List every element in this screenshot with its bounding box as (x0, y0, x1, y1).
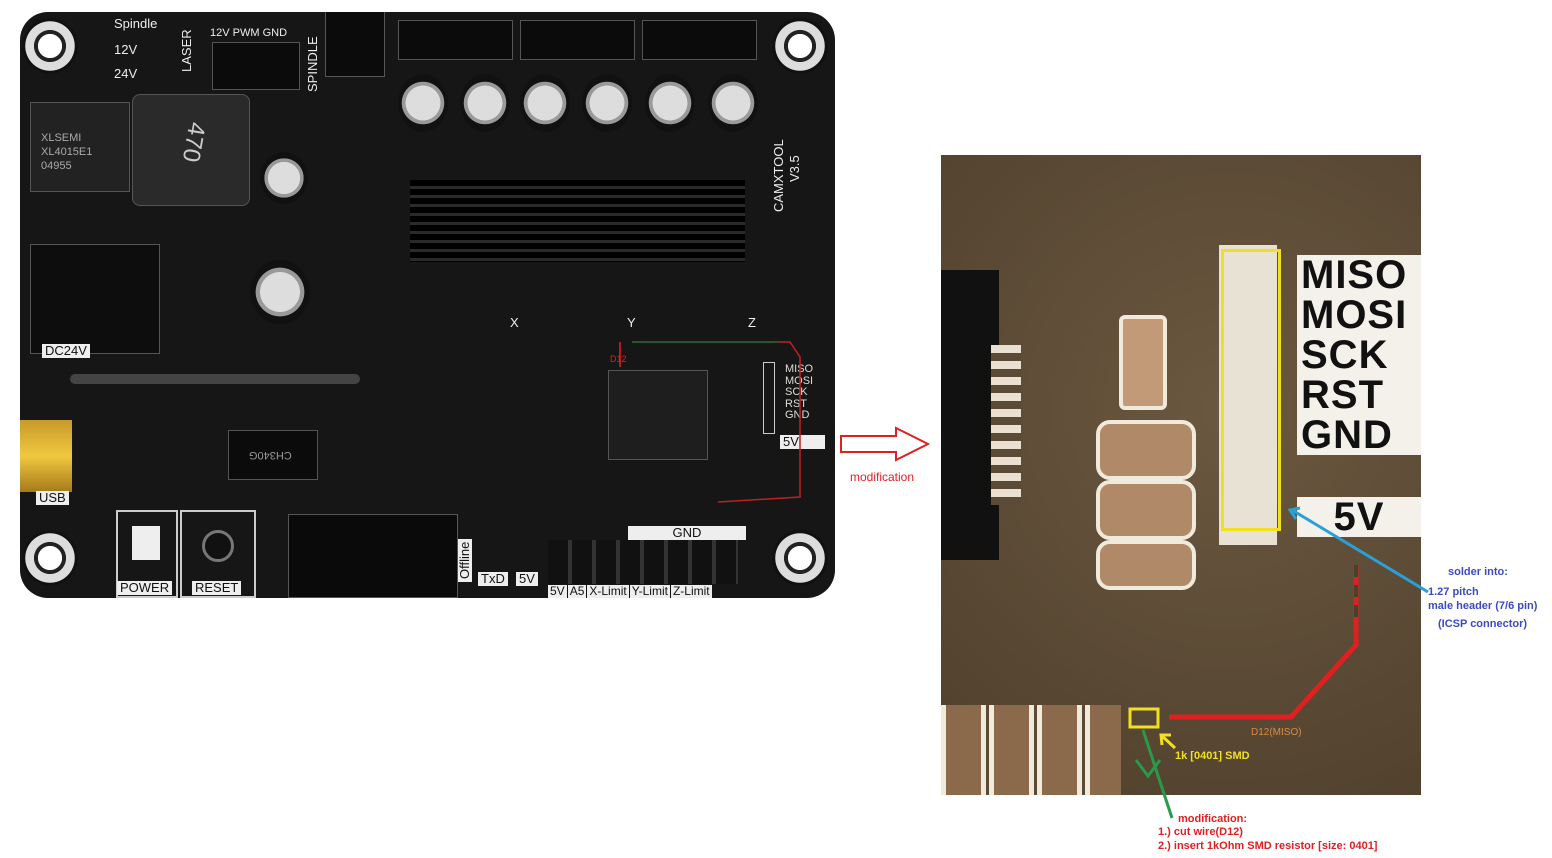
icsp-header (763, 362, 775, 434)
icsp-5v-label: 5V (780, 435, 825, 449)
motor-connector-z (642, 20, 757, 60)
pcb-closeup-photo: MISO MOSI SCK RST GND 5V D12(MISO) (941, 155, 1421, 795)
label-axis-x: X (510, 315, 519, 330)
capacitor (250, 260, 310, 324)
label-laser-pins: 12V PWM GND (210, 27, 288, 39)
laser-connector (212, 42, 300, 90)
label-power: POWER (117, 581, 173, 595)
modification-arrow-label: modification (850, 470, 915, 484)
motor-connector-x (398, 20, 513, 60)
mod-title: modification: (1178, 813, 1248, 825)
capacitor (520, 74, 570, 132)
pin-label-sck: SCK (1297, 335, 1421, 375)
label-usb: USB (36, 491, 69, 505)
label-12v: 12V (114, 42, 138, 57)
mounting-hole (22, 18, 78, 74)
limit-label: Z-Limit (672, 584, 710, 598)
label-txd: TxD (478, 572, 508, 586)
pin-label-mosi: MOSI (1297, 295, 1421, 335)
offline-connector (288, 514, 458, 598)
icsp-label: SCK (785, 386, 808, 398)
smd-capacitor (1096, 540, 1196, 590)
resistor-highlight-box (1128, 707, 1160, 729)
label-spindle: Spindle (114, 16, 158, 31)
solder-title: solder into: (1448, 566, 1508, 578)
icsp-label: GND (785, 409, 810, 421)
smd-capacitor (1096, 480, 1196, 540)
label-reset: RESET (192, 581, 242, 595)
microcontroller (608, 370, 708, 460)
pin-label-rst: RST (1297, 375, 1421, 415)
capacitor (582, 74, 632, 132)
label-24v: 24V (114, 66, 138, 81)
usb-port[interactable] (20, 420, 72, 492)
dc-jack (30, 244, 160, 354)
arrow-right-icon (840, 426, 931, 462)
label-axis-y: Y (627, 315, 636, 330)
regulator-chip: XLSEMI XL4015E1 04955 (30, 102, 130, 192)
trace-label-d12-miso: D12(MISO) (1251, 727, 1302, 738)
heatsink (410, 180, 745, 262)
d12-trace (1169, 565, 1359, 720)
slot (70, 374, 360, 384)
highlight-header-box (1221, 249, 1281, 531)
capacitor (708, 74, 758, 132)
limit-label: A5 (568, 585, 588, 598)
red-wire (717, 341, 801, 503)
label-gnd: GND (628, 526, 746, 540)
icsp-label: MOSI (785, 374, 814, 387)
mounting-hole (772, 18, 828, 74)
mod-step-1: 1.) cut wire(D12) (1158, 826, 1243, 838)
chip-pins (991, 345, 1021, 505)
limit-label: Y-Limit (630, 585, 671, 598)
pin-label-miso: MISO (1297, 255, 1421, 295)
icsp-label: MISO (785, 363, 814, 375)
capacitor (460, 74, 510, 132)
regulator-chip-text: XLSEMI XL4015E1 04955 (41, 132, 93, 172)
capacitor (645, 74, 695, 132)
label-led-5v: 5V (516, 572, 538, 586)
solder-line-1: 1.27 pitch (1428, 586, 1479, 598)
reset-button[interactable] (180, 510, 256, 598)
mod-step-2: 2.) insert 1kOhm SMD resistor [size: 040… (1158, 840, 1378, 852)
capacitor (260, 152, 308, 204)
pin-label-gnd: GND (1297, 415, 1421, 455)
motor-connector-y (520, 20, 635, 60)
spindle-switch (325, 12, 385, 77)
power-switch[interactable] (116, 510, 178, 598)
usb-chip: CH340G (228, 430, 318, 480)
inductor: 470 (132, 94, 250, 206)
limit-label: X-Limit (587, 585, 630, 598)
capacitor (398, 74, 448, 132)
smd-capacitor (1096, 420, 1196, 480)
icsp-label: RST (785, 397, 807, 410)
limit-header (548, 540, 738, 584)
resistor-label: 1k [0401] SMD (1175, 750, 1250, 762)
label-axis-z: Z (748, 315, 756, 330)
mounting-hole (772, 530, 828, 586)
solder-line-3: (ICSP connector) (1438, 618, 1528, 630)
pcb-board-photo: Spindle 12V 24V LASER 12V PWM GND SPINDL… (20, 12, 835, 598)
label-dc24v: DC24V (42, 344, 90, 358)
mounting-hole (22, 530, 78, 586)
board-wire-overlay (619, 341, 801, 503)
header-footprint (1219, 245, 1277, 545)
crystal (1119, 315, 1167, 410)
solder-line-2: male header (7/6 pin) (1428, 600, 1538, 612)
chip-body (941, 270, 999, 560)
trace-overlay (1128, 565, 1359, 729)
label-d12: D12 (610, 354, 627, 364)
limit-label: 5V (548, 585, 568, 598)
smd-resistor-row (941, 705, 1121, 795)
